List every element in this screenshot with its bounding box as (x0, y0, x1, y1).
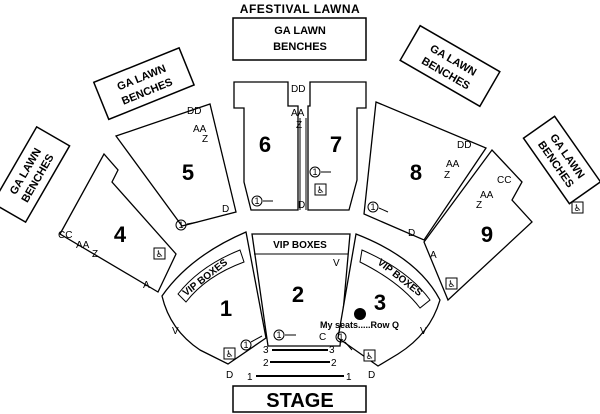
section-6-label: 6 (259, 132, 271, 157)
entry-icon: 1 (240, 335, 263, 351)
row-label: AA (291, 108, 305, 119)
ga-lawn-top[interactable]: GA LAWN BENCHES (232, 17, 367, 61)
ga-lawn-right-upper[interactable]: GA LAWN BENCHES (399, 24, 501, 108)
my-seats-marker[interactable]: My seats.....Row Q (320, 308, 399, 330)
entry-icon: 1 (367, 201, 389, 213)
row-label: C (319, 332, 326, 343)
row-label: AA (76, 240, 90, 251)
row-label: CC (58, 230, 72, 241)
row-label: V (172, 326, 179, 337)
section-1[interactable]: VIP BOXES 1 V D (161, 231, 267, 381)
section-4-label: 4 (114, 222, 127, 247)
wheelchair-icon: ♿ (314, 183, 327, 196)
row-label: A (430, 250, 437, 261)
svg-text:♿: ♿ (225, 349, 233, 359)
row-label: Z (202, 134, 208, 145)
row-label: D (226, 370, 233, 381)
section-4[interactable]: 4 CC AA Z A (58, 152, 177, 293)
ga-lawn-top-line1: GA LAWN (274, 25, 326, 37)
stage-label: STAGE (266, 390, 333, 412)
svg-text:1: 1 (243, 340, 248, 350)
venue-title: AFESTIVAL LAWNA (240, 2, 360, 16)
svg-text:1: 1 (312, 167, 317, 177)
section-8[interactable]: 8 DD AA Z D (363, 101, 487, 241)
svg-text:1: 1 (370, 202, 375, 212)
svg-text:♿: ♿ (573, 203, 581, 213)
row-label: Z (476, 200, 482, 211)
svg-text:1: 1 (276, 330, 281, 340)
row-label: Z (444, 170, 450, 181)
section-3-label: 3 (374, 290, 386, 315)
row-label: 3 (329, 345, 335, 356)
row-label: AA (193, 124, 207, 135)
row-label: D (222, 204, 229, 215)
row-label: D (298, 200, 305, 211)
row-label: V (420, 326, 427, 337)
svg-text:1: 1 (338, 332, 343, 342)
my-seats-label: My seats.....Row Q (320, 320, 399, 330)
svg-text:1: 1 (254, 196, 259, 206)
row-label: DD (187, 106, 201, 117)
row-label: AA (480, 190, 494, 201)
wheelchair-icon: ♿ (571, 201, 584, 214)
ga-lawn-right[interactable]: GA LAWN BENCHES (522, 115, 600, 205)
section-7-label: 7 (330, 132, 342, 157)
svg-text:♿: ♿ (155, 249, 163, 259)
wheelchair-icon: ♿ (363, 349, 376, 362)
section-8-label: 8 (410, 160, 422, 185)
row-label: DD (457, 140, 471, 151)
row-label: Z (296, 120, 302, 131)
row-label: Z (92, 249, 98, 260)
wheelchair-icon: ♿ (223, 347, 236, 360)
row-label: D (408, 228, 415, 239)
entry-icon: 1 (273, 329, 296, 341)
section-5[interactable]: 5 DD AA Z D (114, 103, 237, 227)
entry-icon: 1 (175, 219, 199, 231)
row-label: V (333, 258, 340, 269)
svg-text:♿: ♿ (316, 185, 324, 195)
entry-icon: 1 (309, 166, 331, 178)
section-5-label: 5 (182, 160, 194, 185)
row-label: 2 (331, 358, 337, 369)
row-label: 1 (346, 372, 352, 383)
section-2-label: 2 (292, 282, 304, 307)
row-label: 2 (263, 358, 269, 369)
section-1-label: 1 (220, 296, 232, 321)
entry-icon: 1 (335, 331, 353, 351)
section-9[interactable]: 9 CC AA Z A (423, 148, 533, 302)
section-6[interactable]: 6 D (233, 81, 305, 211)
svg-text:♿: ♿ (447, 279, 455, 289)
row-label: 3 (263, 345, 269, 356)
section-7[interactable]: 7 (307, 81, 367, 211)
aisle-6-7: DD AA Z (291, 84, 307, 210)
wheelchair-icon: ♿ (445, 277, 458, 290)
entry-icon: 1 (251, 195, 273, 207)
row-label: CC (497, 175, 511, 186)
row-label: AA (446, 159, 460, 170)
stage[interactable]: STAGE (232, 385, 367, 413)
svg-text:♿: ♿ (365, 351, 373, 361)
vip-boxes-center: VIP BOXES (273, 240, 327, 251)
section-3[interactable]: VIP BOXES 3 V D (337, 233, 441, 381)
section-9-label: 9 (481, 222, 493, 247)
wheelchair-icon: ♿ (153, 247, 166, 260)
row-label: 1 (247, 372, 253, 383)
ga-lawn-left[interactable]: GA LAWN BENCHES (0, 125, 71, 224)
pit-rows[interactable]: 3 3 2 2 1 1 (247, 345, 352, 383)
ga-lawn-top-line2: BENCHES (273, 41, 327, 53)
row-label: DD (291, 84, 305, 95)
ga-lawn-left-upper[interactable]: GA LAWN BENCHES (92, 46, 196, 121)
section-2[interactable]: VIP BOXES 2 V C (251, 233, 351, 347)
row-label: A (143, 280, 150, 291)
svg-text:1: 1 (178, 220, 183, 230)
row-label: D (368, 370, 375, 381)
